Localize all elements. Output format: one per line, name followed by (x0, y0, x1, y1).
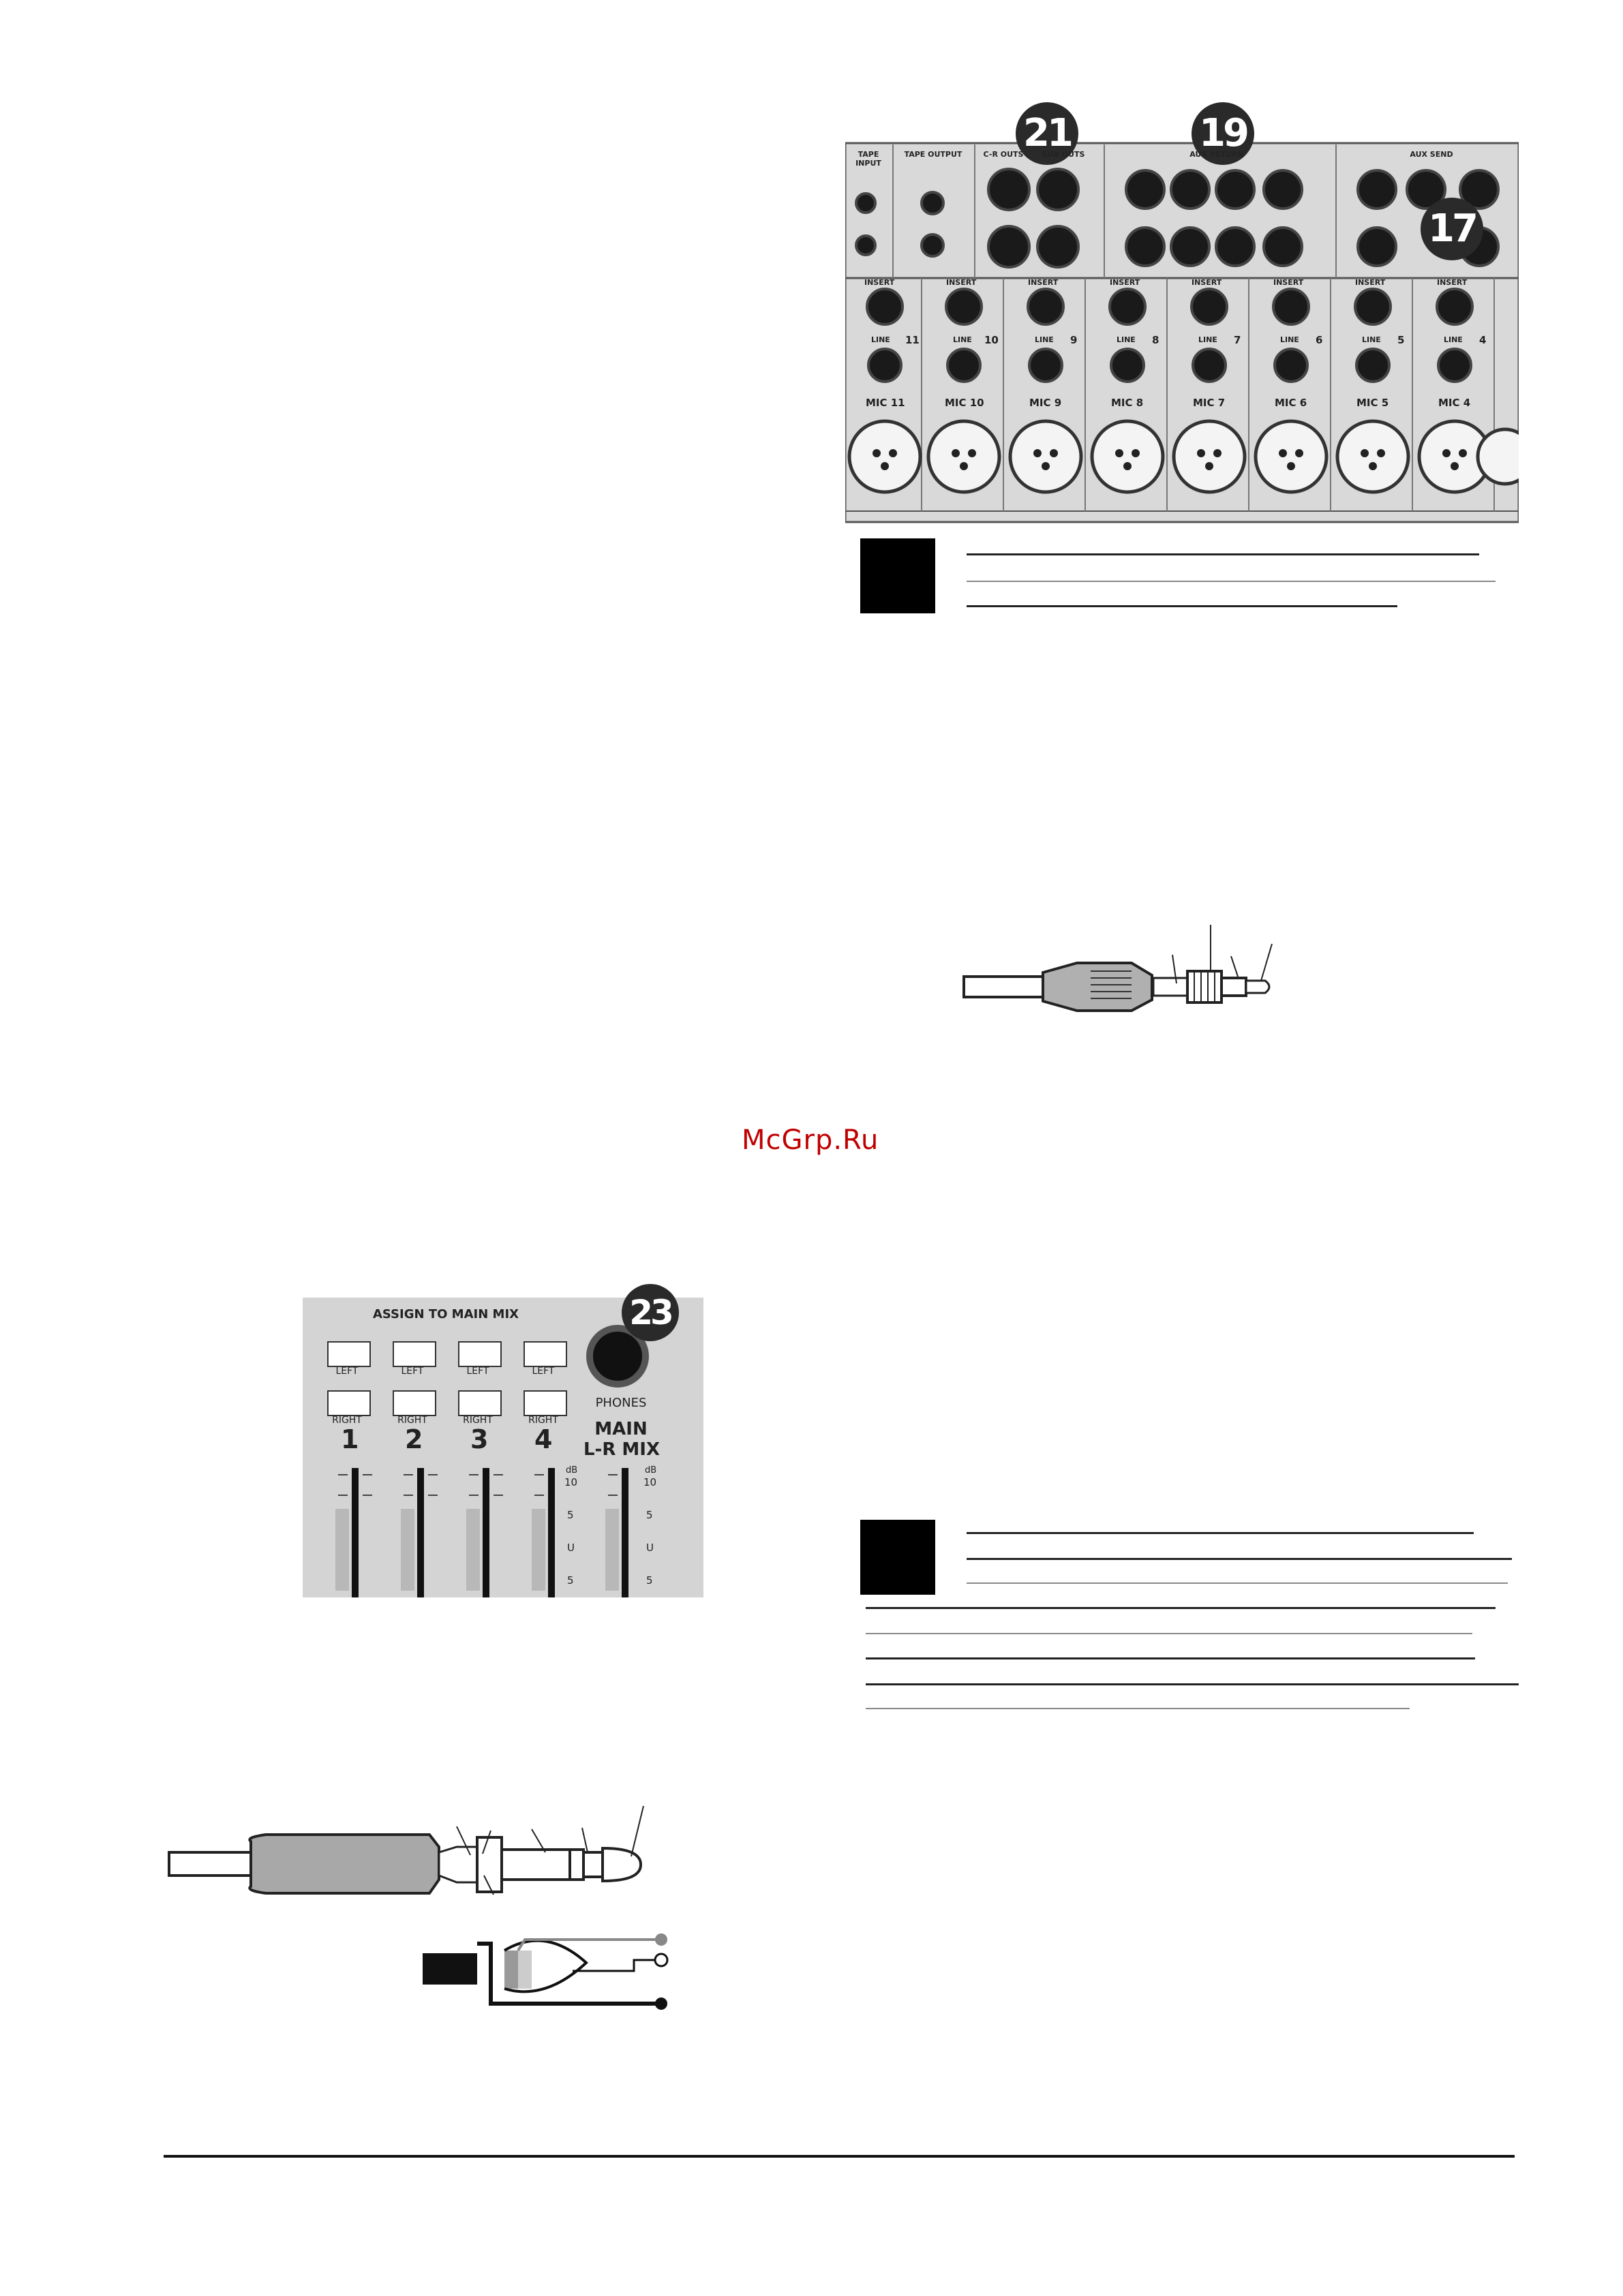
callout-badge-21: 21 (1016, 102, 1078, 165)
channel-number-10: 10 (984, 334, 999, 346)
mic-label-ch10: MIC 10 (945, 397, 984, 409)
main-lr-mix-label: L-R MIX (583, 1439, 661, 1460)
redacted-text-line (967, 553, 1479, 555)
xlr-connector-illustration (962, 925, 1273, 1012)
assign-left-button-4[interactable] (524, 1341, 567, 1367)
line-label-ch7: LINE (1198, 335, 1217, 344)
assign-main-mix-figure: ASSIGN TO MAIN MIX LEFT LEFT LEFT LEFT R… (303, 1284, 703, 1597)
insert-label-ch9: INSERT (1028, 278, 1059, 287)
mic-label-ch6: MIC 6 (1275, 397, 1307, 409)
channel-number-6: 6 (1316, 334, 1323, 346)
redacted-text-line (967, 581, 1496, 582)
assign-left-button-3[interactable] (458, 1341, 502, 1367)
scale-db-label: dB (566, 1465, 578, 1475)
phones-label: PHONES (595, 1396, 647, 1410)
mix-panel-title: ASSIGN TO MAIN MIX (372, 1307, 519, 1321)
assign-right-button-1[interactable] (327, 1390, 371, 1416)
insert-label-ch11: INSERT (864, 278, 895, 287)
callout-badge-17: 17 (1421, 198, 1483, 260)
channel-number-7: 7 (1234, 334, 1241, 346)
left-label-4: LEFT (532, 1366, 555, 1377)
channel-number-9: 9 (1070, 334, 1078, 346)
redacted-text-line (866, 1657, 1475, 1659)
mic-label-ch7: MIC 7 (1193, 397, 1226, 409)
redacted-text-line (967, 1582, 1508, 1584)
left-label-2: LEFT (401, 1366, 424, 1377)
watermark: McGrp.Ru (742, 1124, 879, 1156)
scale-db-label-main: dB (645, 1465, 657, 1475)
mic-label-ch5: MIC 5 (1356, 397, 1389, 409)
scale-10-label: 10 (564, 1476, 578, 1488)
insert-label-ch8: INSERT (1110, 278, 1140, 287)
redacted-text-line (866, 1708, 1410, 1709)
line-label-ch8: LINE (1117, 335, 1136, 344)
insert-label-ch10: INSERT (946, 278, 977, 287)
group-number-4: 4 (534, 1424, 553, 1454)
scale-10-label-main: 10 (643, 1476, 657, 1488)
channel-number-5: 5 (1397, 334, 1405, 346)
insert-label-ch4: INSERT (1437, 278, 1468, 287)
group-number-3: 3 (470, 1424, 489, 1454)
xlr-connector-diagram (961, 923, 1322, 1039)
trs-plug-diagram (164, 1799, 750, 2024)
redacted-text-line (967, 605, 1397, 607)
label-tape-output: TAPE OUTPUT (904, 150, 962, 159)
mic-label-ch8: MIC 8 (1111, 397, 1144, 409)
scale-5-label: 5 (567, 1509, 574, 1521)
channel-number-11: 11 (905, 334, 920, 346)
redacted-text-line (866, 1633, 1472, 1634)
right-label-2: RIGHT (397, 1415, 427, 1426)
redacted-text-line (866, 1607, 1496, 1609)
scale-5-label-main: 5 (646, 1509, 653, 1521)
left-label-3: LEFT (466, 1366, 489, 1377)
group-number-2: 2 (405, 1424, 423, 1454)
assign-right-button-3[interactable] (458, 1390, 502, 1416)
assign-left-button-1[interactable] (327, 1341, 371, 1367)
main-label: MAIN (594, 1419, 648, 1439)
line-label-ch10: LINE (953, 335, 972, 344)
line-label-ch11: LINE (871, 335, 890, 344)
scale-u-label-main: U (646, 1542, 654, 1554)
redacted-text-line (967, 1532, 1474, 1534)
callout-badge-19: 19 (1192, 102, 1254, 165)
line-label-ch5: LINE (1362, 335, 1381, 344)
left-label-1: LEFT (335, 1366, 359, 1377)
insert-label-ch7: INSERT (1192, 278, 1222, 287)
label-cr-outs: C-R OUTS (983, 150, 1024, 159)
scale-u-label: U (567, 1542, 575, 1554)
insert-label-ch6: INSERT (1273, 278, 1304, 287)
mic-label-ch9: MIC 9 (1029, 397, 1062, 409)
redacted-text-line (967, 1558, 1512, 1560)
fader-tracks (335, 1468, 628, 1597)
insert-label-ch5: INSERT (1355, 278, 1386, 287)
label-sub-outs: SUB OUTS (1042, 150, 1085, 159)
callout-badge-23: 23 (622, 1284, 679, 1341)
rear-panel-figure: 21 19 17 TAPE INPUT TAPE OUTPUT C-R OUTS… (844, 102, 1534, 525)
right-label-3: RIGHT (463, 1415, 493, 1426)
footer-rule (164, 2155, 1515, 2158)
channel-number-8: 8 (1152, 334, 1159, 346)
note-icon-block (860, 1520, 935, 1595)
redacted-text-line (866, 1683, 1519, 1685)
line-label-ch6: LINE (1280, 335, 1299, 344)
label-aux-return: AUX RETURN (1189, 150, 1244, 159)
scale-5b-label-main: 5 (646, 1574, 653, 1587)
assign-right-button-2[interactable] (393, 1390, 436, 1416)
label-tape-input: TAPE INPUT (855, 150, 881, 168)
trs-plug-illustration (168, 1805, 669, 2010)
label-aux-send: AUX SEND (1410, 150, 1453, 159)
right-label-1: RIGHT (332, 1415, 362, 1426)
line-label-ch9: LINE (1035, 335, 1054, 344)
line-label-ch4: LINE (1444, 335, 1463, 344)
mic-label-ch4: MIC 4 (1438, 397, 1471, 409)
note-icon-block (860, 538, 935, 613)
assign-left-button-2[interactable] (393, 1341, 436, 1367)
channel-number-4: 4 (1479, 334, 1487, 346)
group-number-1: 1 (341, 1424, 359, 1454)
mic-label-ch11: MIC 11 (866, 397, 905, 409)
rear-panel-illustration (844, 142, 1534, 523)
assign-right-button-4[interactable] (524, 1390, 567, 1416)
right-label-4: RIGHT (528, 1415, 558, 1426)
scale-5b-label: 5 (567, 1574, 574, 1587)
